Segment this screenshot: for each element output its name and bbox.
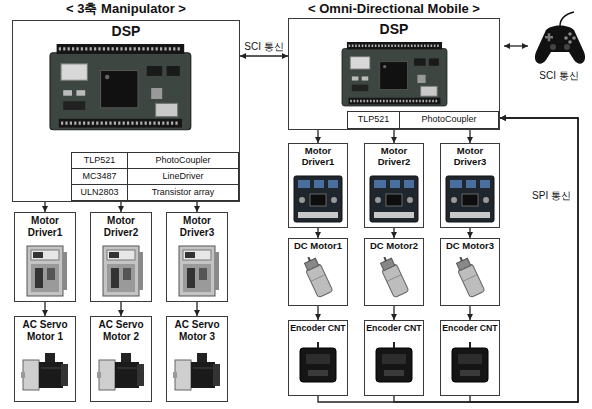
driver-board-picture [294, 176, 342, 222]
servo-motor-picture [21, 353, 68, 390]
servo-motor-box: AC Servo Motor 3 [166, 316, 228, 402]
table-cell: Transistor array [128, 185, 238, 200]
gamepad-picture [535, 12, 585, 64]
box-label: AC Servo Motor 3 [167, 319, 227, 342]
dc-motor-box: DC Motor3 [440, 238, 500, 306]
motor-driver-box: Motor Driver3 [440, 143, 500, 228]
box-label: DSP [289, 21, 499, 37]
encoder-picture [452, 342, 488, 382]
dsp-box: DSP TLP521PhotoCoupler [288, 18, 500, 130]
table-row: TLP521PhotoCoupler [71, 152, 239, 169]
servo-motor-box: AC Servo Motor 2 [90, 316, 152, 402]
connector [240, 55, 288, 56]
box-label: Encoder CNT [289, 323, 347, 333]
dc-motor-box: DC Motor1 [288, 238, 348, 306]
dc-motor-picture [377, 254, 409, 298]
servo-driver-picture [27, 246, 67, 296]
table-row: TLP521PhotoCoupler [347, 111, 499, 129]
motor-driver-box: Motor Driver1 [14, 212, 76, 302]
encoder-box: Encoder CNT [364, 320, 424, 396]
connector [196, 202, 197, 212]
section-heading: < Omni-Directional Mobile > [307, 1, 481, 17]
connector [394, 118, 578, 402]
table-row: MC3487LineDriver [71, 168, 239, 185]
connector [120, 202, 121, 212]
box-label: Motor Driver3 [167, 215, 227, 238]
motor-driver-box: Motor Driver3 [166, 212, 228, 302]
encoder-box: Encoder CNT [288, 320, 348, 396]
box-label: DC Motor3 [441, 241, 499, 252]
box-label: Motor Driver1 [15, 215, 75, 238]
table-cell: ULN2803 [72, 185, 128, 200]
servo-motor-picture [173, 353, 220, 390]
box-label: Encoder CNT [441, 323, 499, 333]
connector [317, 306, 318, 320]
box-label: Motor Driver1 [289, 146, 347, 168]
section-heading: < 3축 Manipulator > [65, 1, 187, 17]
connector [393, 306, 394, 320]
box-label: Motor Driver3 [441, 146, 499, 168]
dc-motor-picture [301, 254, 333, 298]
gamepad-arrow [504, 45, 528, 46]
connector [44, 202, 45, 212]
connector [44, 302, 45, 316]
encoder-box: Encoder CNT [440, 320, 500, 396]
box-label: Encoder CNT [365, 323, 423, 333]
box-label: AC Servo Motor 1 [15, 319, 75, 342]
table-row: ULN2803Transistor array [71, 184, 239, 201]
connector-label: SCI 통신 [243, 41, 284, 53]
connector [469, 228, 470, 238]
connector [469, 130, 470, 143]
servo-driver-picture [103, 246, 143, 296]
link-label: SCI 통신 [538, 70, 579, 82]
driver-board-picture [370, 176, 418, 222]
box-label: DC Motor1 [289, 241, 347, 252]
dsp-box: DSP TLP521PhotoCouplerMC3487LineDriverULN… [12, 20, 240, 202]
servo-motor-picture [97, 353, 144, 390]
connector [469, 306, 470, 320]
table-cell: LineDriver [128, 169, 238, 184]
box-label: Motor Driver2 [365, 146, 423, 168]
connector [317, 130, 318, 143]
dc-motor-picture [453, 254, 485, 298]
motor-driver-box: Motor Driver2 [90, 212, 152, 302]
box-label: Motor Driver2 [91, 215, 151, 238]
connector [393, 130, 394, 143]
dsp-board-picture [50, 44, 191, 130]
connector [196, 302, 197, 316]
driver-board-picture [446, 176, 494, 222]
box-label: DSP [13, 23, 239, 39]
connector [120, 302, 121, 316]
dc-motor-box: DC Motor2 [364, 238, 424, 306]
box-label: DC Motor2 [365, 241, 423, 252]
box-label: AC Servo Motor 2 [91, 319, 151, 342]
table-cell: TLP521 [348, 112, 400, 128]
encoder-picture [376, 342, 412, 382]
motor-driver-box: Motor Driver1 [288, 143, 348, 228]
table-cell: PhotoCoupler [400, 112, 498, 128]
connector [393, 228, 394, 238]
table-cell: MC3487 [72, 169, 128, 184]
encoder-picture [300, 342, 336, 382]
connector [317, 228, 318, 238]
servo-motor-box: AC Servo Motor 1 [14, 316, 76, 402]
connector [318, 118, 578, 402]
motor-driver-box: Motor Driver2 [364, 143, 424, 228]
servo-driver-picture [179, 246, 219, 296]
connector-label: SPI 통신 [531, 190, 572, 202]
table-cell: PhotoCoupler [128, 153, 238, 168]
table-cell: TLP521 [72, 153, 128, 168]
dsp-board-picture [342, 42, 447, 106]
